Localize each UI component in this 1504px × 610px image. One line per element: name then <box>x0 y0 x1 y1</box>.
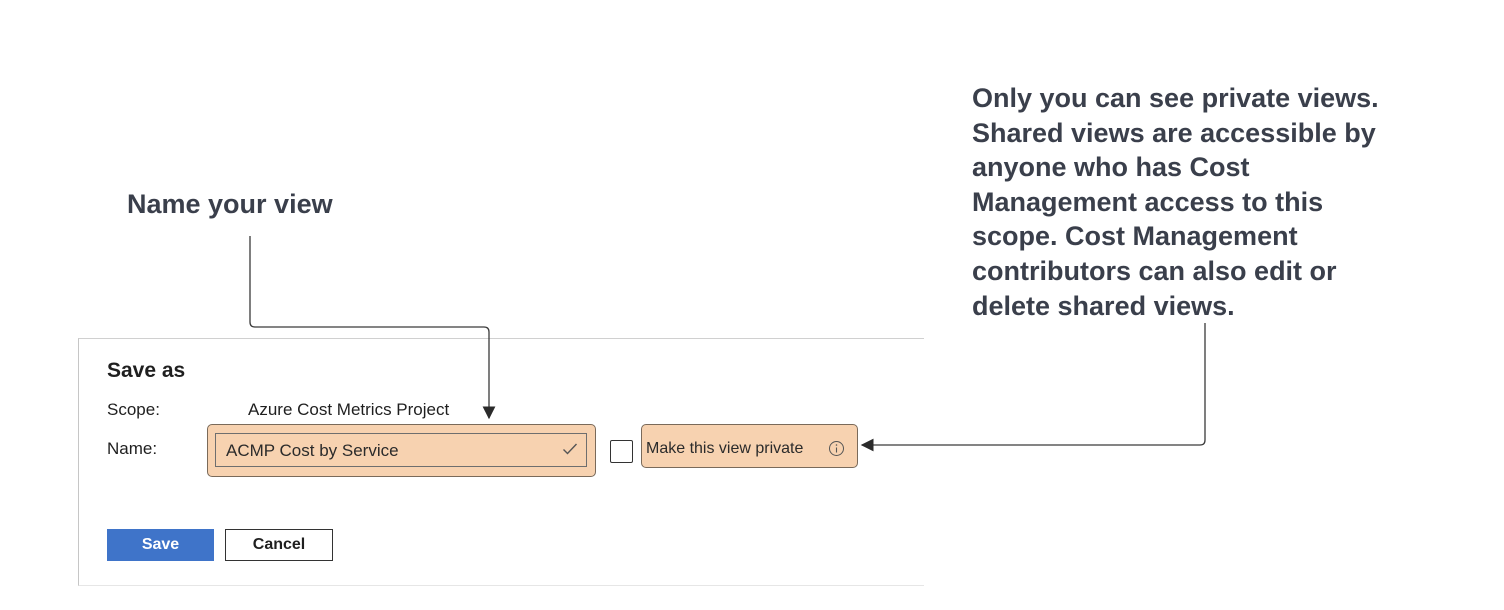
name-input[interactable]: ACMP Cost by Service <box>215 433 587 467</box>
callout-name-your-view: Name your view <box>127 189 333 219</box>
name-input-value: ACMP Cost by Service <box>226 441 399 460</box>
callout-private-line: scope. Cost Management <box>972 221 1298 252</box>
scope-label: Scope: <box>107 400 160 419</box>
callout-private-line: Shared views are accessible by <box>972 117 1376 148</box>
save-button[interactable]: Save <box>107 529 214 561</box>
cancel-button[interactable]: Cancel <box>225 529 333 561</box>
callout-private-line: Only you can see private views. <box>972 83 1379 113</box>
callout-private-line: anyone who has Cost <box>972 152 1250 183</box>
info-icon[interactable] <box>828 440 845 457</box>
private-checkbox[interactable] <box>610 440 633 463</box>
checkmark-icon <box>563 443 578 455</box>
private-label-highlight: Make this view private <box>641 424 858 468</box>
scope-value: Azure Cost Metrics Project <box>248 400 450 419</box>
callout-private-line: Management access to this <box>972 186 1324 217</box>
callout-private-line: contributors can also edit or <box>972 255 1337 286</box>
callout-private-views: Only you can see private views. Shared v… <box>972 81 1442 323</box>
dialog-title: Save as <box>107 359 186 382</box>
name-label: Name: <box>107 439 158 458</box>
callout-private-line: delete shared views. <box>972 290 1235 321</box>
private-label[interactable]: Make this view private <box>646 440 804 457</box>
